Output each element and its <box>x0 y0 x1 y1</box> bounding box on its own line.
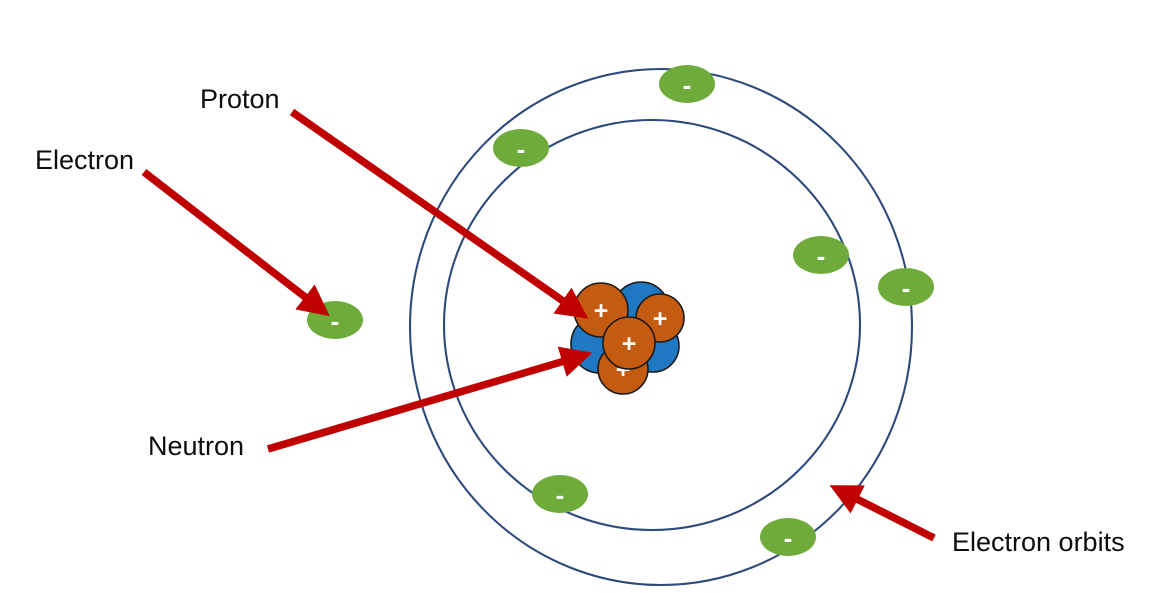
neutron-arrow <box>266 346 593 453</box>
label-group: Proton Electron Neutron Electron orbits <box>35 84 1125 557</box>
electron-body <box>878 268 934 306</box>
electron-outer-bottom: - <box>760 518 816 556</box>
electron-outer-right: - <box>878 268 934 306</box>
outer-orbit <box>408 67 914 587</box>
electron-orbits-label: Electron orbits <box>952 527 1125 557</box>
inner-orbit <box>442 118 862 532</box>
electron-sign: - <box>902 273 911 303</box>
proton-arrow <box>289 108 589 319</box>
electron-sign: - <box>517 134 526 164</box>
electron-sign: - <box>683 70 692 100</box>
electron-inner-right: - <box>793 236 849 274</box>
electron-group: - - - - - - - <box>307 65 934 556</box>
proton-label: Proton <box>200 84 280 114</box>
proton-particle <box>602 316 656 370</box>
electron-label: Electron <box>35 145 134 175</box>
electron-body <box>793 236 849 274</box>
electron-sign: - <box>817 241 826 271</box>
electron-body <box>760 518 816 556</box>
nucleus: + + + + <box>570 281 685 395</box>
electron-sign: - <box>556 480 565 510</box>
electron-orbits-arrow <box>829 485 936 542</box>
orbit-group <box>408 67 914 587</box>
electron-outer-top: - <box>659 65 715 103</box>
electron-body <box>659 65 715 103</box>
electron-body <box>493 129 549 167</box>
electron-inner-upper: - <box>493 129 549 167</box>
electron-body <box>532 475 588 513</box>
electron-sign: - <box>331 306 340 336</box>
proton-sign: + <box>622 330 637 358</box>
proton-sign: + <box>653 305 668 333</box>
electron-sign: - <box>784 523 793 553</box>
neutron-label: Neutron <box>148 431 244 461</box>
electron-arrow <box>141 169 330 317</box>
annotation-arrow-group <box>141 108 936 542</box>
electron-inner-bottom: - <box>532 475 588 513</box>
proton-sign: + <box>594 297 609 325</box>
